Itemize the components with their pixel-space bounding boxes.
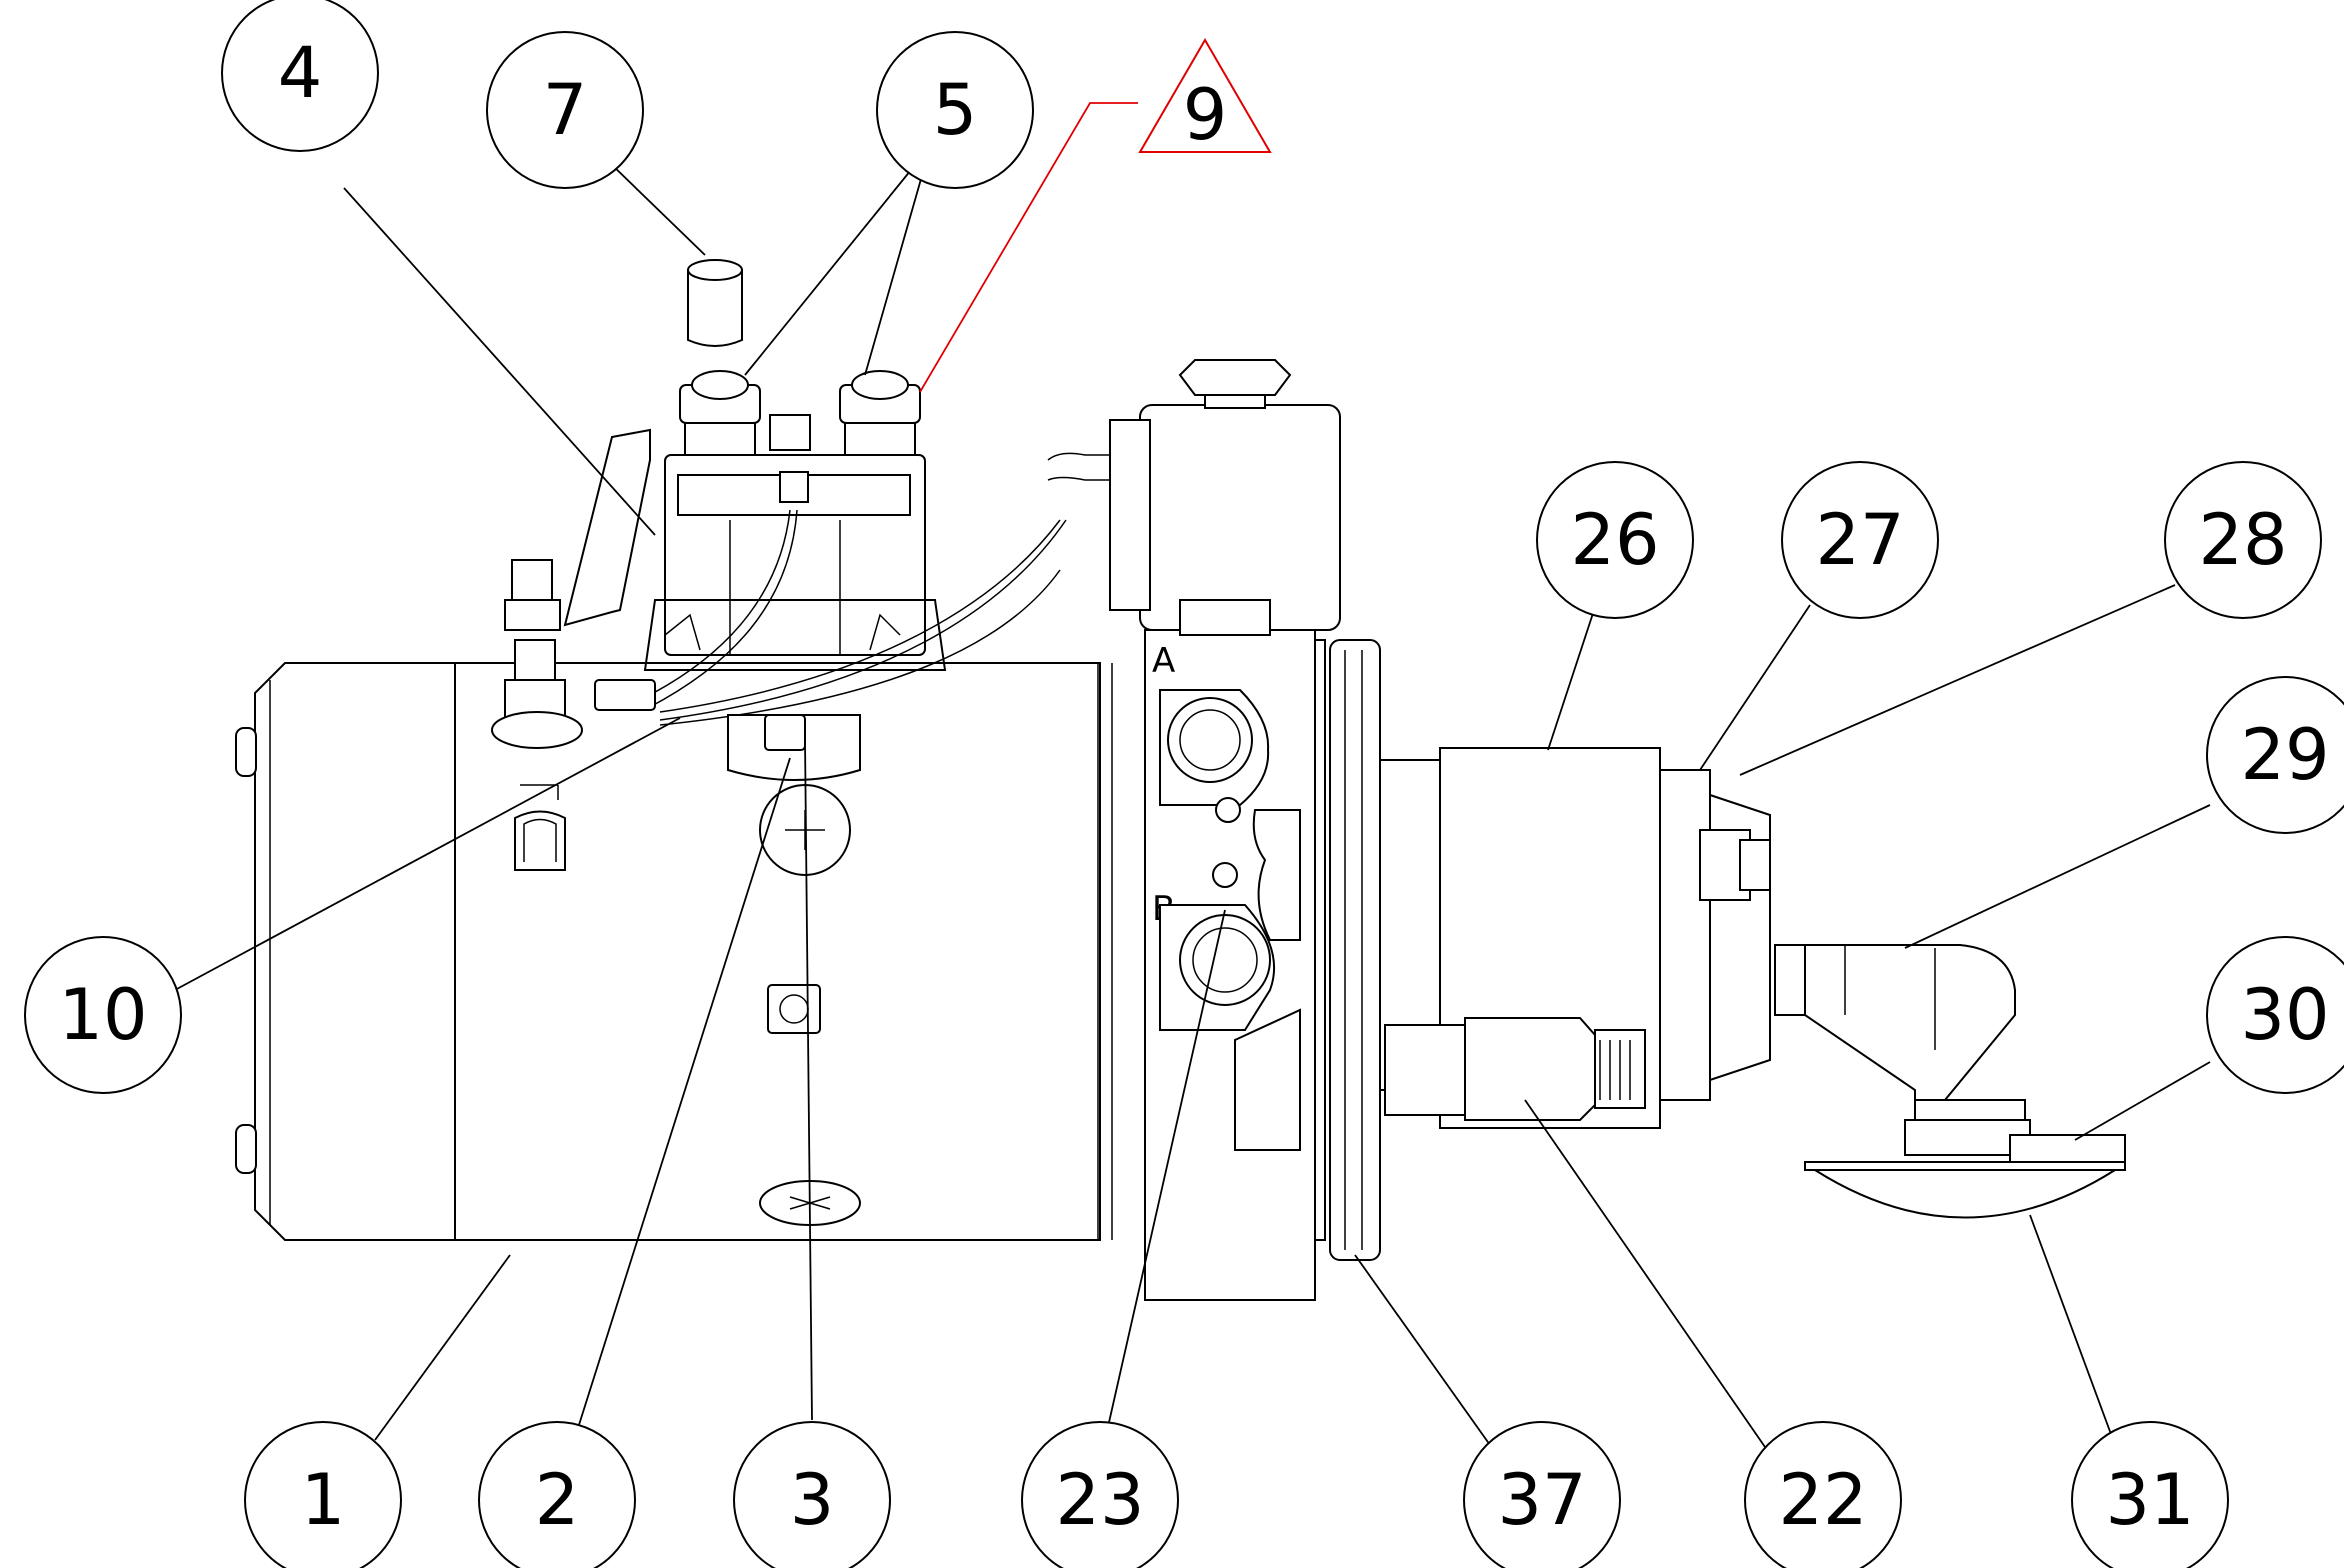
balloon-circle xyxy=(221,0,379,152)
pump-assembly xyxy=(1379,747,2126,1219)
leader-31 xyxy=(2029,1214,2116,1446)
balloon-circle xyxy=(478,1421,636,1568)
callout-5: 5 xyxy=(876,31,1034,189)
leader-27 xyxy=(1699,604,1811,771)
leader-2 xyxy=(577,757,791,1429)
valve-block: A B xyxy=(1047,359,1381,1301)
callout-number: 27 xyxy=(1815,499,1904,581)
leader-29 xyxy=(1904,804,2211,949)
callout-29: 29 xyxy=(2206,676,2344,834)
motor-body xyxy=(235,662,1113,1241)
callout-number: 1 xyxy=(301,1459,346,1541)
balloon-circle xyxy=(733,1421,891,1568)
balloon-circle xyxy=(244,1421,402,1568)
callout-3: 3 xyxy=(733,1421,891,1568)
balloon-circle xyxy=(2164,461,2322,619)
callout-number: 31 xyxy=(2105,1459,2194,1541)
callout-number: 30 xyxy=(2240,974,2329,1056)
callout-10: 10 xyxy=(24,936,182,1094)
balloon-circle xyxy=(24,936,182,1094)
callout-number: 29 xyxy=(2240,714,2329,796)
balloon-circle xyxy=(1021,1421,1179,1568)
leader-4 xyxy=(343,187,656,536)
leader-9 xyxy=(919,102,1138,393)
callout-22: 22 xyxy=(1744,1421,1902,1568)
balloon-circle xyxy=(2071,1421,2229,1568)
callout-31: 31 xyxy=(2071,1421,2229,1568)
leader-3 xyxy=(804,739,813,1421)
callout-23: 23 xyxy=(1021,1421,1179,1568)
leader-5b xyxy=(864,164,926,376)
callout-number: 26 xyxy=(1570,499,1659,581)
terminal-left xyxy=(679,370,761,456)
balloon-circle xyxy=(2206,936,2344,1094)
terminal-right xyxy=(839,370,921,456)
leader-22 xyxy=(1524,1099,1766,1448)
callout-27: 27 xyxy=(1781,461,1939,619)
balloon-circle xyxy=(1463,1421,1621,1568)
leader-10 xyxy=(174,717,681,991)
callout-number: 3 xyxy=(790,1459,835,1541)
callout-number: 2 xyxy=(535,1459,580,1541)
callout-number: 10 xyxy=(58,974,147,1056)
callout-number: 37 xyxy=(1497,1459,1586,1541)
callout-26: 26 xyxy=(1536,461,1694,619)
leader-26 xyxy=(1547,591,1601,751)
balloon-circle xyxy=(1744,1421,1902,1568)
balloon-circle xyxy=(1536,461,1694,619)
balloon-circle xyxy=(876,31,1034,189)
callout-2: 2 xyxy=(478,1421,636,1568)
callout-number: 5 xyxy=(933,69,978,151)
callout-number: 23 xyxy=(1055,1459,1144,1541)
leader-37 xyxy=(1354,1254,1491,1446)
callout-number: 7 xyxy=(543,69,588,151)
callout-9: 9 xyxy=(1138,38,1272,156)
callout-30: 30 xyxy=(2206,936,2344,1094)
revision-triangle xyxy=(1138,38,1272,153)
leader-23 xyxy=(1104,909,1226,1441)
callout-1: 1 xyxy=(244,1421,402,1568)
leader-7 xyxy=(609,162,706,256)
callout-28: 28 xyxy=(2164,461,2322,619)
balloon-circle xyxy=(1781,461,1939,619)
leader-30 xyxy=(2074,1061,2211,1141)
leader-28 xyxy=(1739,584,2176,776)
callout-number: 4 xyxy=(278,32,323,114)
callout-number: 28 xyxy=(2198,499,2287,581)
leader-1 xyxy=(374,1254,511,1441)
port-a-label: A xyxy=(1152,641,1175,681)
callout-37: 37 xyxy=(1463,1421,1621,1568)
leader-5a xyxy=(744,164,916,376)
balloon-circle xyxy=(2206,676,2344,834)
callout-7: 7 xyxy=(486,31,644,189)
callout-4: 4 xyxy=(221,0,379,152)
callout-number: 9 xyxy=(1183,74,1228,156)
balloon-circle xyxy=(486,31,644,189)
leader-lines xyxy=(174,102,2211,1448)
solenoid-assembly xyxy=(491,259,1067,876)
callout-number: 22 xyxy=(1778,1459,1867,1541)
